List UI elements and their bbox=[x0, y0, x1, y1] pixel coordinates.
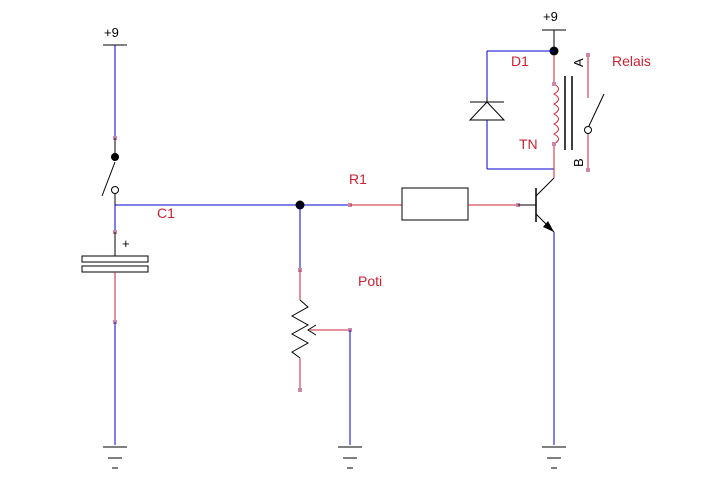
relay-coil bbox=[552, 55, 559, 178]
capacitor-c1: + bbox=[81, 232, 149, 322]
diode-d1 bbox=[468, 98, 506, 121]
capacitor-plus-sign: + bbox=[122, 236, 130, 251]
relay-label-b: B bbox=[571, 158, 586, 167]
power-switch[interactable] bbox=[101, 138, 119, 205]
label-poti: Poti bbox=[358, 273, 382, 289]
label-r1: R1 bbox=[349, 171, 367, 187]
label-c1: C1 bbox=[157, 205, 175, 221]
relay-contact bbox=[584, 55, 605, 170]
potentiometer[interactable] bbox=[290, 270, 350, 390]
label-relais: Relais bbox=[612, 53, 651, 69]
label-plus9-left: +9 bbox=[104, 25, 119, 40]
ground-left bbox=[103, 446, 127, 469]
relay-label-a: A bbox=[571, 58, 586, 67]
label-d1: D1 bbox=[511, 53, 529, 69]
left-supply-terminal: +9 bbox=[103, 25, 127, 46]
label-tn: TN bbox=[519, 136, 538, 152]
transistor-tn bbox=[518, 177, 555, 233]
label-plus9-right: +9 bbox=[543, 9, 558, 24]
resistor-r1 bbox=[401, 187, 469, 221]
right-supply-terminal: +9 bbox=[542, 9, 566, 31]
relay-core bbox=[564, 76, 573, 150]
ground-right bbox=[542, 446, 566, 469]
ground-middle bbox=[338, 446, 362, 469]
